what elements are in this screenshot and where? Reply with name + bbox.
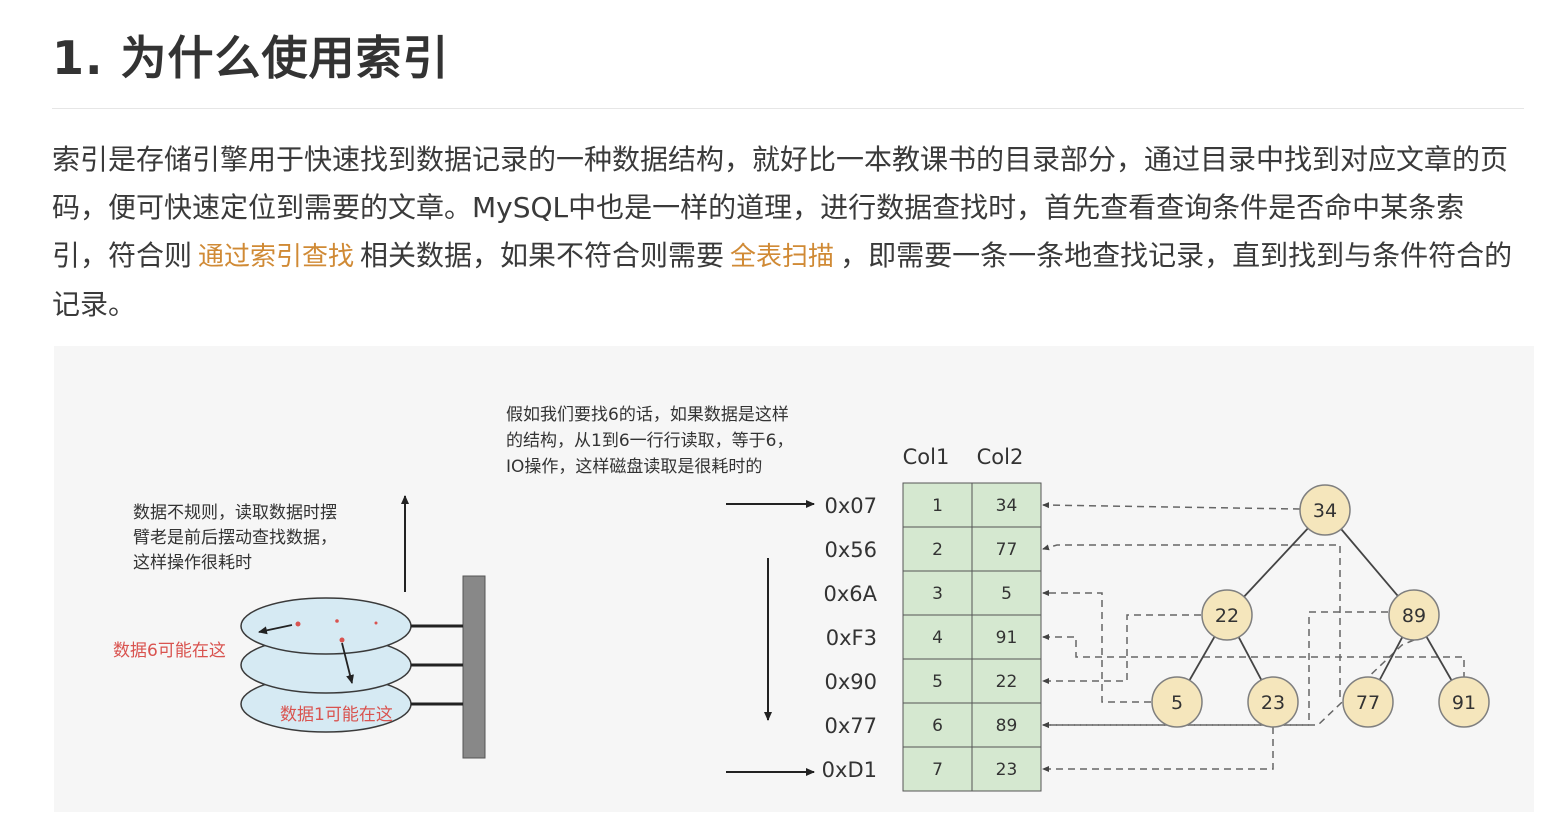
note-top-line: 的结构，从1到6一行行读取，等于6，: [506, 431, 793, 451]
col2-value: 34: [996, 496, 1018, 516]
col2-value: 91: [996, 628, 1018, 648]
pointer-link: [1042, 727, 1274, 772]
table-cell-col2: [971, 526, 1042, 572]
table-cell-col2: [971, 746, 1042, 792]
data-dot: [374, 621, 378, 625]
col2-value: 77: [996, 540, 1018, 560]
highlight-index-lookup: 通过索引查找: [198, 242, 355, 272]
col1-value: 7: [932, 760, 943, 780]
table-cell-col2: [971, 614, 1042, 660]
row-address: 0xF3: [826, 626, 877, 650]
row-address: 0xD1: [822, 758, 877, 782]
intro-paragraph: 索引是存储引擎用于快速找到数据记录的一种数据结构，就好比一本教课书的目录部分，通…: [52, 136, 1518, 329]
col1-value: 2: [932, 540, 943, 560]
tree-node: [1201, 589, 1253, 641]
note-left-line: 臂老是前后摆动查找数据，: [133, 528, 337, 548]
pointer-link: [1042, 634, 1465, 727]
table-cell-col2: [971, 658, 1042, 704]
tree-node: [1151, 676, 1203, 728]
note-top-line: 假如我们要找6的话，如果数据是这样: [506, 405, 789, 425]
col1-value: 5: [932, 672, 943, 692]
highlight-full-scan: 全表扫描: [730, 242, 835, 272]
title-divider: [52, 108, 1524, 109]
tree-node: [1247, 676, 1299, 728]
data-dot: [339, 637, 345, 643]
tree-node-value: 91: [1452, 692, 1476, 714]
row-address: 0x90: [824, 670, 877, 694]
tree-node: [1342, 676, 1394, 728]
row-address: 0x07: [824, 494, 877, 518]
col2-value: 23: [996, 760, 1018, 780]
pointer-link: [1042, 502, 1301, 510]
table-cell-col1: [902, 526, 973, 572]
note-top-line: IO操作，这样磁盘读取是很耗时的: [506, 457, 762, 477]
data-table: 1 34 0x07 2 77 0x56 3 5 0x6A 4 91 0xF3 5 22 0x90 6 89 0x7…: [822, 482, 1042, 792]
disk-platter: [240, 597, 412, 655]
col1-value: 1: [932, 496, 943, 516]
tree-node-value: 89: [1402, 605, 1426, 627]
table-cell-col1: [902, 570, 973, 616]
col2-value: 22: [996, 672, 1018, 692]
col1-value: 4: [932, 628, 943, 648]
paragraph-text-2: 相关数据，如果不符合则需要: [360, 239, 725, 272]
tree-node-value: 34: [1313, 500, 1337, 522]
tree-node-value: 77: [1356, 692, 1380, 714]
label-data6: 数据6可能在这: [113, 641, 226, 661]
index-diagram: 假如我们要找6的话，如果数据是这样 的结构，从1到6一行行读取，等于6， IO操…: [54, 346, 1534, 812]
page-title: 1. 为什么使用索引: [52, 31, 450, 85]
col-header: Col2: [977, 445, 1024, 469]
tree-node: [1299, 484, 1351, 536]
row-address: 0x56: [824, 538, 877, 562]
disk-spindle: [462, 575, 486, 759]
tree-node: [1438, 676, 1490, 728]
row-address: 0x6A: [823, 582, 877, 606]
note-left-line: 数据不规则，读取数据时摆: [133, 503, 337, 523]
seek-arrow: [258, 624, 293, 635]
label-data1: 数据1可能在这: [280, 705, 393, 725]
col1-value: 6: [932, 716, 943, 736]
tree-node: [1388, 589, 1440, 641]
paragraph-text-3: ，即需要一条一条地查找记录，直到找到与条件符合的记录。: [52, 239, 1513, 321]
table-cell-col1: [902, 746, 973, 792]
row-address: 0x77: [824, 714, 877, 738]
col1-value: 3: [932, 584, 943, 604]
table-cell-col2: [971, 482, 1042, 528]
table-cell-col2: [971, 570, 1042, 616]
table-cell-col1: [902, 614, 973, 660]
tree-node-value: 22: [1215, 605, 1239, 627]
pointer-link: [1042, 614, 1201, 684]
btree: 34 22 89 5 23 77 91: [1151, 484, 1490, 728]
pointer-link: [1042, 544, 1341, 697]
note-top: 假如我们要找6的话，如果数据是这样 的结构，从1到6一行行读取，等于6， IO操…: [506, 405, 793, 477]
tree-node-value: 23: [1261, 692, 1285, 714]
data-dot: [335, 619, 339, 623]
pointer-link: [1042, 590, 1151, 703]
seek-arrow: [341, 642, 354, 684]
col2-value: 5: [1001, 584, 1012, 604]
tree-node-value: 5: [1171, 692, 1183, 714]
col-header: Col1: [903, 445, 950, 469]
disk-stack: 数据6可能在这 数据1可能在这: [113, 495, 486, 759]
table-cell-col2: [971, 702, 1042, 748]
col2-value: 89: [996, 716, 1018, 736]
note-left: 数据不规则，读取数据时摆 臂老是前后摆动查找数据， 这样操作很耗时: [133, 503, 337, 573]
data-dot: [295, 621, 301, 627]
paragraph-text-1: 索引是存储引擎用于快速找到数据记录的一种数据结构，就好比一本教课书的目录部分，通…: [52, 143, 1509, 272]
note-left-line: 这样操作很耗时: [133, 553, 252, 573]
